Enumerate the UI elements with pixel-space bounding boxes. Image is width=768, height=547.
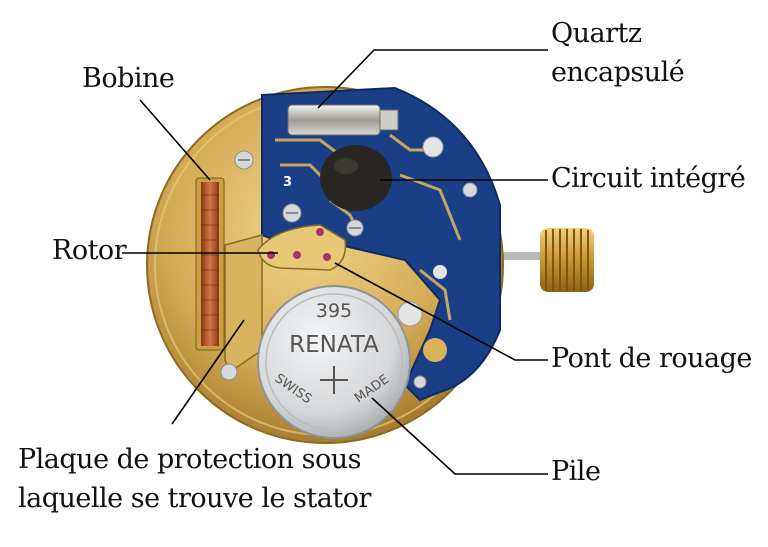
- label-rotor: Rotor: [52, 235, 127, 266]
- battery-icon: [257, 285, 411, 439]
- label-pile: Pile: [551, 456, 601, 487]
- battery-number: 395: [316, 300, 352, 322]
- leader-bobine: [139, 99, 211, 181]
- leader-quartz: [317, 49, 548, 109]
- label-quartz-line1: Quartz: [551, 18, 642, 49]
- battery-brand: RENATA: [289, 332, 379, 358]
- crown-icon: [496, 228, 594, 292]
- label-plaque-line1: Plaque de protection sous: [18, 444, 361, 475]
- chip-icon: [320, 145, 392, 211]
- board-mark: 3: [283, 175, 292, 190]
- circuit-board: [261, 86, 501, 402]
- label-bobine: Bobine: [82, 63, 175, 94]
- label-quartz-line2: encapsulé: [551, 57, 685, 88]
- coil-icon: [195, 177, 225, 351]
- leader-plaque: [171, 319, 245, 425]
- label-pont: Pont de rouage: [551, 343, 752, 374]
- quartz-crystal-icon: [287, 104, 399, 136]
- label-circuit: Circuit intégré: [551, 163, 746, 194]
- leader-pont: [334, 262, 548, 361]
- protection-plate: [224, 234, 263, 374]
- label-plaque-line2: laquelle se trouve le stator: [18, 483, 371, 514]
- leader-pile: [371, 397, 548, 475]
